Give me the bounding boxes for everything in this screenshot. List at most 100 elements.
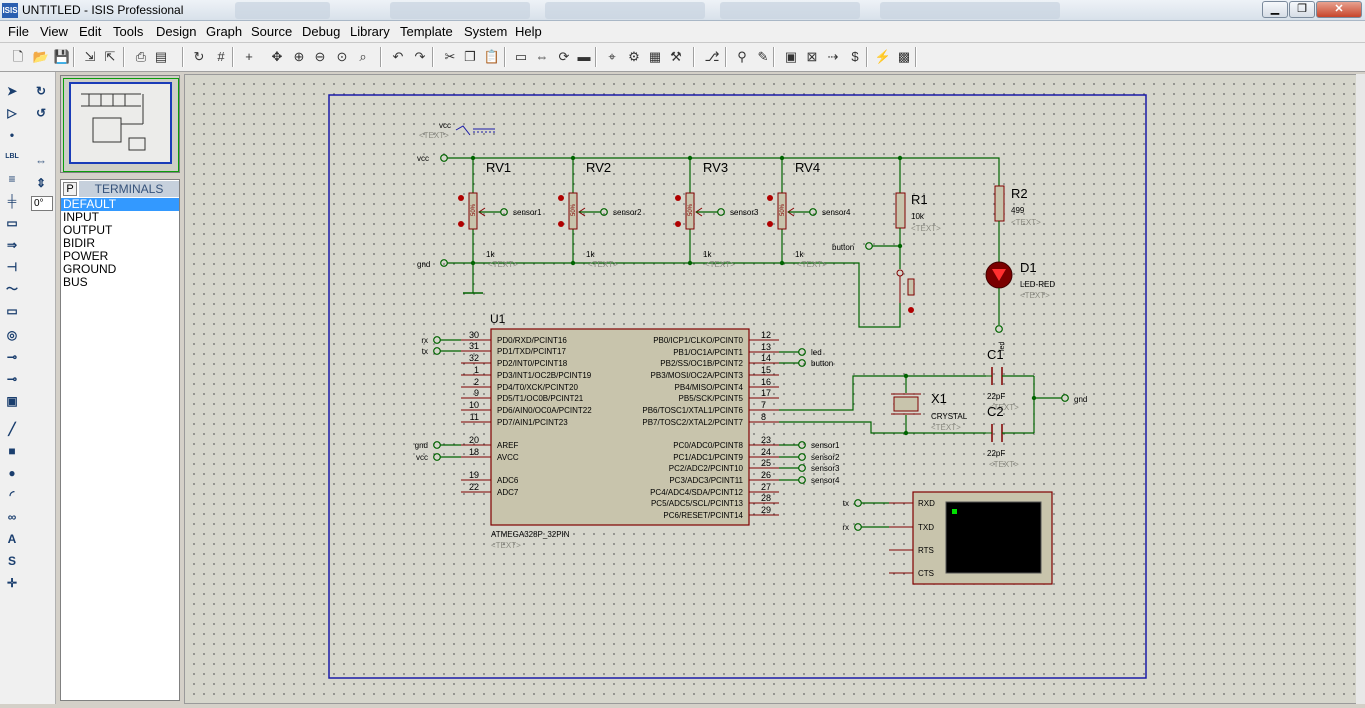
close-button[interactable]: ✕	[1316, 1, 1362, 18]
grid-icon[interactable]: #	[217, 49, 225, 64]
net-terminal[interactable]	[798, 359, 806, 367]
origin-icon[interactable]: +	[245, 49, 253, 64]
selection-mode-icon[interactable]: ➤	[6, 84, 18, 98]
menu-help[interactable]: Help	[515, 24, 542, 39]
terminal-item-default[interactable]: DEFAULT	[61, 198, 179, 211]
voltage-probe-icon[interactable]: ⊸	[6, 350, 18, 364]
save-icon[interactable]: 💾	[53, 49, 71, 64]
net-terminal[interactable]	[995, 325, 1003, 333]
circle-icon[interactable]: ●	[8, 466, 16, 480]
rotate-clockwise-icon[interactable]: ↻	[35, 84, 47, 98]
pan-icon[interactable]: ✥	[271, 49, 283, 64]
generator-icon[interactable]: ◎	[6, 328, 18, 342]
net-terminal[interactable]	[600, 208, 608, 216]
zoom-all-icon[interactable]: ⊙	[336, 49, 348, 64]
subcircuit-icon[interactable]: ▭	[6, 216, 18, 230]
pick-device-icon[interactable]: ⌖	[608, 49, 616, 64]
export-section-icon[interactable]: ⇱	[104, 49, 116, 64]
overview-window[interactable]	[60, 75, 180, 173]
block-rotate-icon[interactable]: ⟳	[558, 49, 570, 64]
remove-sheet-icon[interactable]: ⊠	[806, 49, 818, 64]
net-terminal[interactable]	[433, 441, 441, 449]
potentiometer-body[interactable]	[568, 192, 578, 230]
pushbutton-actuator[interactable]	[907, 278, 915, 296]
menu-graph[interactable]: Graph	[206, 24, 243, 39]
menu-template[interactable]: Template	[400, 24, 453, 39]
atmega328p-body[interactable]	[490, 328, 750, 526]
symbol-icon[interactable]: S	[7, 554, 16, 568]
zoom-out-icon[interactable]: ⊖	[314, 49, 326, 64]
vertical-scrollbar[interactable]	[1356, 74, 1365, 704]
terminal-item-ground[interactable]: GROUND	[63, 262, 117, 276]
bill-of-materials-icon[interactable]: $	[851, 49, 859, 64]
component-mode-icon[interactable]: ▷	[7, 106, 17, 120]
new-sheet-icon[interactable]: ▣	[784, 49, 798, 64]
potentiometer-body[interactable]	[468, 192, 478, 230]
search-tag-icon[interactable]: ⚲	[737, 49, 747, 64]
net-terminal[interactable]	[798, 348, 806, 356]
menu-source[interactable]: Source	[251, 24, 293, 39]
block-move-icon[interactable]: ⇔	[535, 49, 549, 64]
path-icon[interactable]: ∞	[7, 510, 17, 524]
marker-icon[interactable]: ✛	[6, 576, 18, 590]
net-terminal[interactable]	[433, 347, 441, 355]
net-terminal[interactable]	[440, 154, 448, 162]
import-section-icon[interactable]: ⇲	[84, 49, 96, 64]
wire-label-icon[interactable]: LBL	[5, 153, 19, 160]
mirror-vertical-icon[interactable]: ⇕	[35, 176, 47, 190]
potentiometer-body[interactable]	[777, 192, 787, 230]
menu-library[interactable]: Library	[350, 24, 390, 39]
net-terminal[interactable]	[798, 453, 806, 461]
terminal-item-power[interactable]: POWER	[63, 249, 109, 263]
net-terminal[interactable]	[1061, 394, 1069, 402]
copy-icon[interactable]: ❐	[464, 49, 476, 64]
terminal-item-bidir[interactable]: BIDIR	[63, 236, 96, 250]
mirror-horizontal-icon[interactable]: ⇔	[35, 154, 47, 168]
print-icon[interactable]: ⎙	[135, 49, 147, 64]
tape-recorder-icon[interactable]: ▭	[6, 304, 18, 318]
zoom-area-icon[interactable]: ⌕	[359, 49, 367, 64]
menu-system[interactable]: System	[464, 24, 508, 39]
pick-devices-button[interactable]: P	[63, 182, 77, 196]
menu-design[interactable]: Design	[156, 24, 197, 39]
box-icon[interactable]: ■	[8, 444, 16, 458]
current-probe-icon[interactable]: ⊸	[6, 372, 18, 386]
net-terminal[interactable]	[798, 441, 806, 449]
wire-autorouter-icon[interactable]: ⎇	[704, 49, 720, 64]
open-folder-icon[interactable]: 📂	[32, 49, 50, 64]
isis-app-icon[interactable]: ISIS	[2, 3, 18, 18]
net-terminal[interactable]	[798, 464, 806, 472]
paste-icon[interactable]: 📋	[483, 49, 501, 64]
net-terminal[interactable]	[433, 453, 441, 461]
r2-resistor-body[interactable]	[994, 185, 1005, 222]
potentiometer-body[interactable]	[685, 192, 695, 230]
netlist-to-ares-icon[interactable]: ▩	[897, 49, 911, 64]
net-terminal[interactable]	[798, 476, 806, 484]
minimize-button[interactable]: ▁	[1262, 1, 1288, 18]
refresh-icon[interactable]: ↻	[193, 49, 205, 64]
text-script-icon[interactable]: ≡	[8, 172, 16, 186]
crystal-body[interactable]	[893, 396, 919, 412]
terminals-icon[interactable]: ⇒	[6, 238, 18, 252]
menu-edit[interactable]: Edit	[79, 24, 102, 39]
new-file-icon[interactable]: 🗋	[12, 49, 24, 64]
terminal-item-output[interactable]: OUTPUT	[63, 223, 113, 237]
line-icon[interactable]: ╱	[8, 422, 16, 436]
print-area-icon[interactable]: ▤	[154, 49, 168, 64]
device-pin-icon[interactable]: ⊣	[6, 260, 18, 274]
menu-tools[interactable]: Tools	[113, 24, 144, 39]
menu-debug[interactable]: Debug	[302, 24, 341, 39]
net-terminal[interactable]	[809, 208, 817, 216]
goto-sheet-icon[interactable]: ⇢	[827, 49, 839, 64]
text-icon[interactable]: A	[7, 532, 17, 546]
packaging-icon[interactable]: ▦	[648, 49, 662, 64]
terminal-item-bus[interactable]: BUS	[63, 275, 88, 289]
electrical-check-icon[interactable]: ⚡	[874, 49, 892, 64]
cut-icon[interactable]: ✂	[444, 49, 456, 64]
net-terminal[interactable]	[500, 208, 508, 216]
maximize-button[interactable]: ❐	[1289, 1, 1315, 18]
net-terminal[interactable]	[433, 336, 441, 344]
property-assign-icon[interactable]: ✎	[757, 49, 769, 64]
redo-icon[interactable]: ↷	[414, 49, 426, 64]
bus-icon[interactable]: ╪	[7, 194, 17, 208]
